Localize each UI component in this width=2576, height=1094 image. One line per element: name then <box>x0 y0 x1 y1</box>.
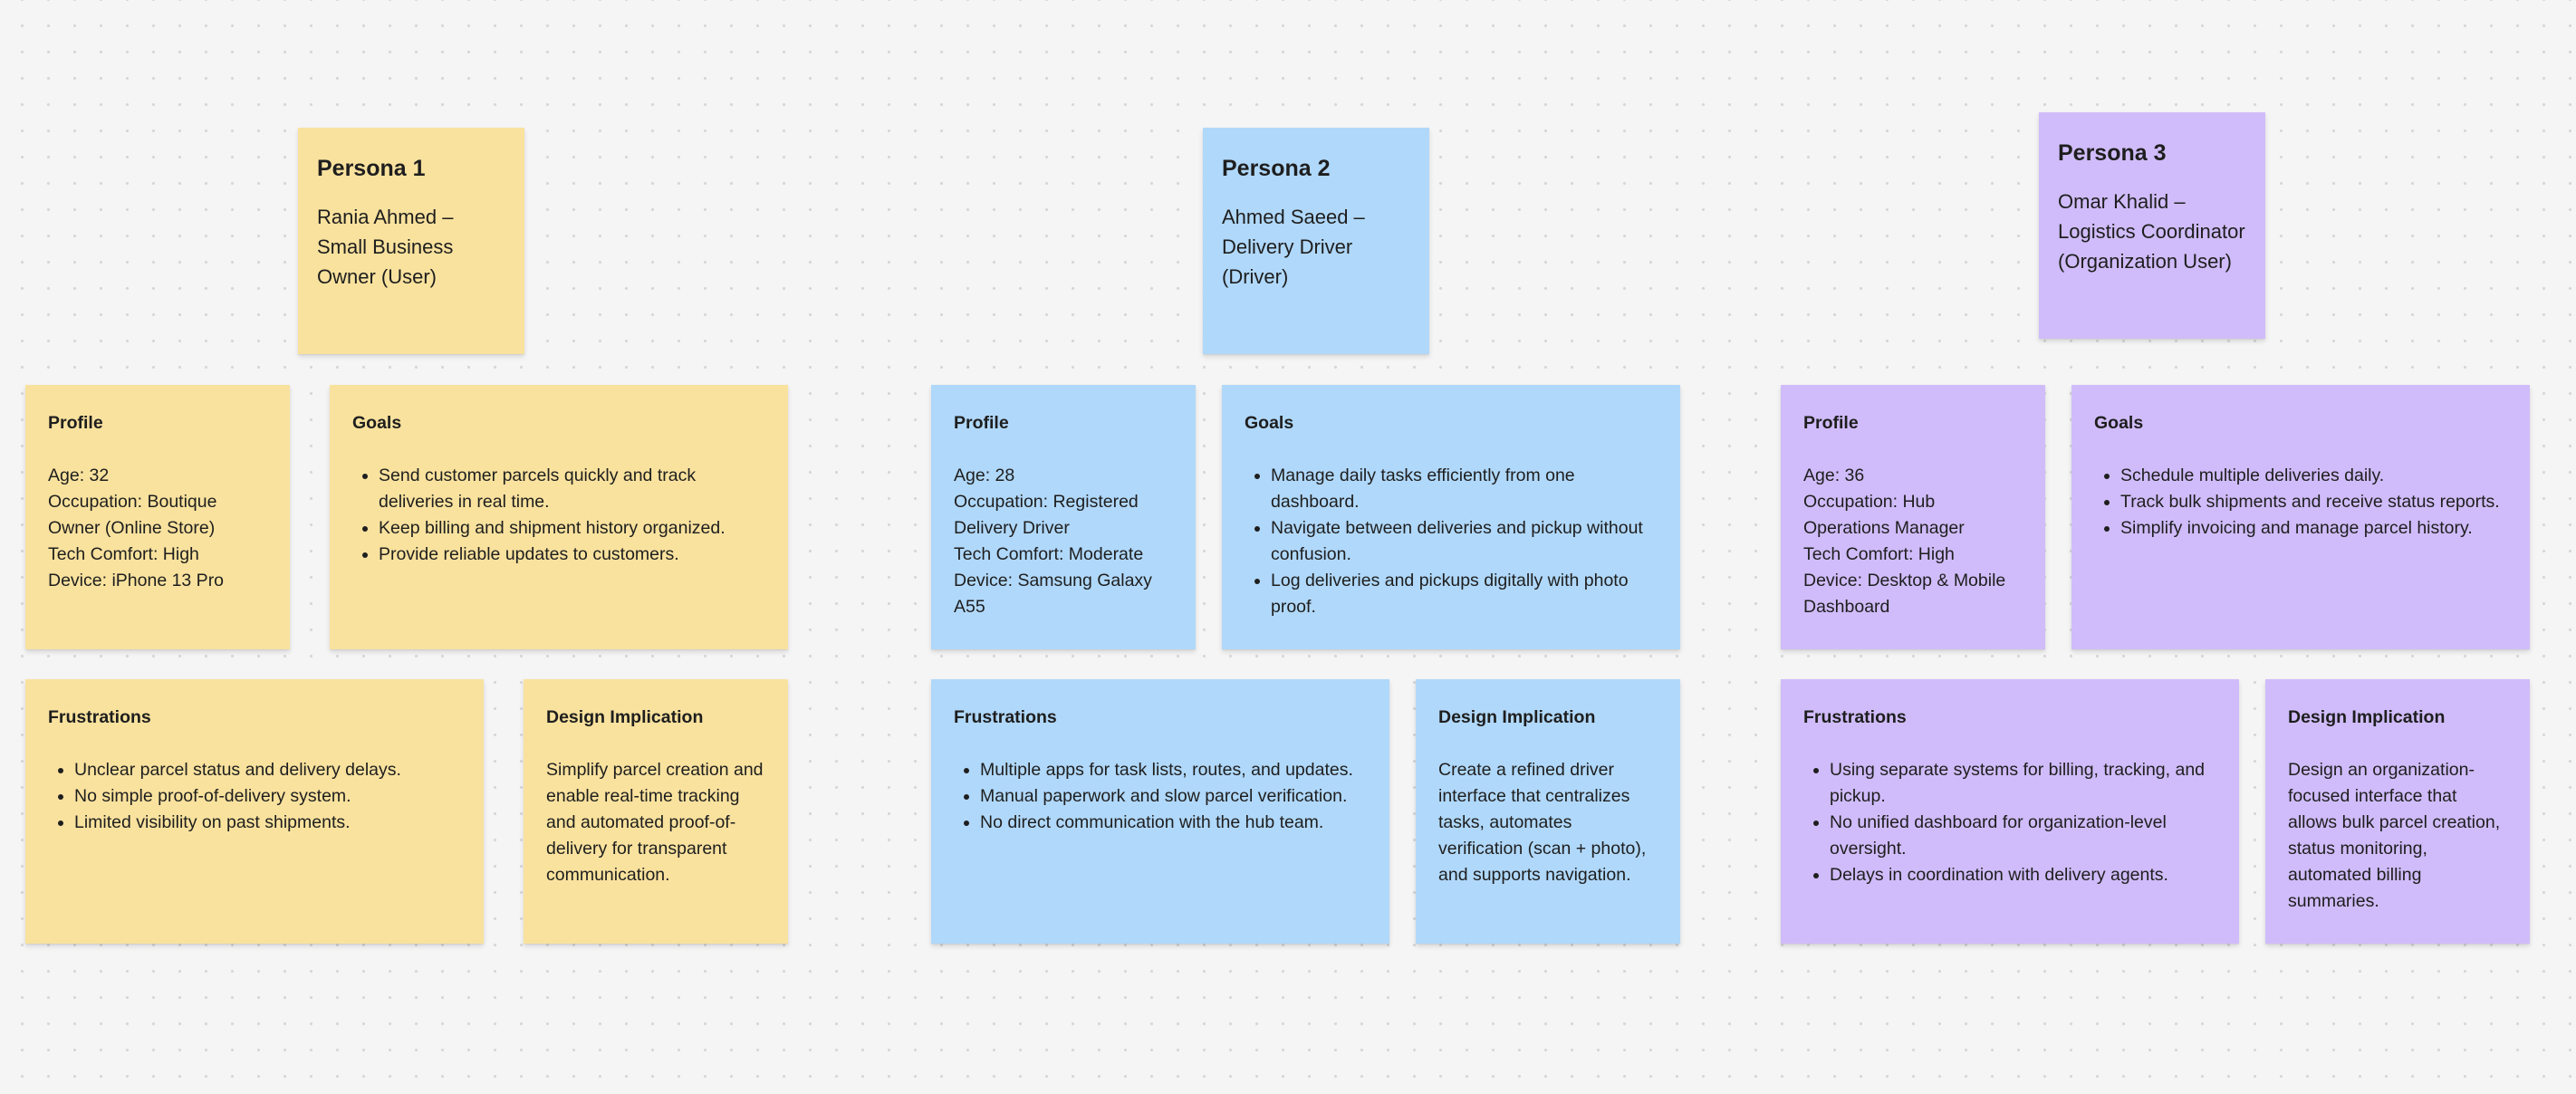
persona-title: Persona 1 <box>317 156 426 181</box>
persona-1-goals-sticky[interactable]: Goals Send customer parcels quickly and … <box>330 385 788 649</box>
persona-3-design-implication-sticky[interactable]: Design Implication Design an organizatio… <box>2265 679 2530 944</box>
frustration-item: Limited visibility on past shipments. <box>74 810 464 836</box>
goals-title: Goals <box>2094 413 2144 433</box>
persona-1-frustrations-sticky[interactable]: Frustrations Unclear parcel status and d… <box>25 679 484 944</box>
persona-subtitle: Rania Ahmed – Small Business Owner (User… <box>317 206 454 288</box>
goals-title: Goals <box>352 413 402 433</box>
goals-list: Manage daily tasks efficiently from one … <box>1245 463 1660 620</box>
frustration-item: No unified dashboard for organization-le… <box>1830 810 2219 862</box>
frustrations-title: Frustrations <box>1803 707 1907 727</box>
goals-list: Schedule multiple deliveries daily. Trac… <box>2094 463 2510 542</box>
goals-list: Send customer parcels quickly and track … <box>352 463 768 568</box>
persona-1-profile-sticky[interactable]: Profile Age: 32 Occupation: Boutique Own… <box>25 385 290 649</box>
frustration-item: No simple proof-of-delivery system. <box>74 783 464 810</box>
profile-tech-comfort: Tech Comfort: High <box>48 544 199 564</box>
design-implication-text: Create a refined driver interface that c… <box>1438 760 1647 885</box>
persona-2-frustrations-sticky[interactable]: Frustrations Multiple apps for task list… <box>931 679 1389 944</box>
profile-occupation: Occupation: Boutique Owner (Online Store… <box>48 492 217 538</box>
goal-item: Send customer parcels quickly and track … <box>379 463 768 515</box>
profile-device: Device: Samsung Galaxy A55 <box>954 571 1152 617</box>
profile-occupation: Occupation: Hub Operations Manager <box>1803 492 1965 538</box>
frustrations-list: Using separate systems for billing, trac… <box>1803 757 2219 888</box>
profile-title: Profile <box>1803 413 1859 433</box>
design-implication-title: Design Implication <box>2288 707 2446 727</box>
profile-tech-comfort: Tech Comfort: High <box>1803 544 1955 564</box>
frustration-item: Unclear parcel status and delivery delay… <box>74 757 464 783</box>
persona-title: Persona 3 <box>2058 140 2167 166</box>
persona-2-design-implication-sticky[interactable]: Design Implication Create a refined driv… <box>1416 679 1680 944</box>
profile-age: Age: 28 <box>954 465 1015 485</box>
goal-item: Navigate between deliveries and pickup w… <box>1271 515 1660 568</box>
profile-occupation: Occupation: Registered Delivery Driver <box>954 492 1139 538</box>
design-implication-title: Design Implication <box>546 707 704 727</box>
persona-1-header-sticky[interactable]: Persona 1 Rania Ahmed – Small Business O… <box>298 128 524 354</box>
persona-3-goals-sticky[interactable]: Goals Schedule multiple deliveries daily… <box>2071 385 2530 649</box>
profile-device: Device: Desktop & Mobile Dashboard <box>1803 571 2006 617</box>
persona-title: Persona 2 <box>1222 156 1331 181</box>
profile-age: Age: 32 <box>48 465 110 485</box>
frustration-item: Delays in coordination with delivery age… <box>1830 862 2219 888</box>
goal-item: Simplify invoicing and manage parcel his… <box>2120 515 2510 542</box>
frustrations-title: Frustrations <box>954 707 1057 727</box>
profile-device: Device: iPhone 13 Pro <box>48 571 225 590</box>
goal-item: Log deliveries and pickups digitally wit… <box>1271 568 1660 620</box>
frustration-item: Manual paperwork and slow parcel verific… <box>980 783 1370 810</box>
profile-age: Age: 36 <box>1803 465 1865 485</box>
persona-1-design-implication-sticky[interactable]: Design Implication Simplify parcel creat… <box>524 679 788 944</box>
goal-item: Provide reliable updates to customers. <box>379 542 768 568</box>
goals-title: Goals <box>1245 413 1294 433</box>
goal-item: Keep billing and shipment history organi… <box>379 515 768 542</box>
design-implication-text: Simplify parcel creation and enable real… <box>546 760 764 885</box>
frustration-item: No direct communication with the hub tea… <box>980 810 1370 836</box>
frustration-item: Multiple apps for task lists, routes, an… <box>980 757 1370 783</box>
goal-item: Track bulk shipments and receive status … <box>2120 489 2510 515</box>
persona-2-header-sticky[interactable]: Persona 2 Ahmed Saeed – Delivery Driver … <box>1203 128 1429 354</box>
design-implication-title: Design Implication <box>1438 707 1596 727</box>
persona-3-frustrations-sticky[interactable]: Frustrations Using separate systems for … <box>1781 679 2239 944</box>
persona-subtitle: Ahmed Saeed – Delivery Driver (Driver) <box>1222 206 1365 288</box>
persona-subtitle: Omar Khalid – Logistics Coordinator (Org… <box>2058 190 2245 273</box>
persona-2-profile-sticky[interactable]: Profile Age: 28 Occupation: Registered D… <box>931 385 1196 649</box>
profile-tech-comfort: Tech Comfort: Moderate <box>954 544 1144 564</box>
profile-title: Profile <box>48 413 103 433</box>
persona-2-goals-sticky[interactable]: Goals Manage daily tasks efficiently fro… <box>1222 385 1680 649</box>
goal-item: Manage daily tasks efficiently from one … <box>1271 463 1660 515</box>
persona-3-header-sticky[interactable]: Persona 3 Omar Khalid – Logistics Coordi… <box>2039 112 2265 339</box>
frustrations-title: Frustrations <box>48 707 151 727</box>
persona-3-profile-sticky[interactable]: Profile Age: 36 Occupation: Hub Operatio… <box>1781 385 2045 649</box>
frustrations-list: Unclear parcel status and delivery delay… <box>48 757 464 836</box>
goal-item: Schedule multiple deliveries daily. <box>2120 463 2510 489</box>
frustration-item: Using separate systems for billing, trac… <box>1830 757 2219 810</box>
profile-title: Profile <box>954 413 1009 433</box>
frustrations-list: Multiple apps for task lists, routes, an… <box>954 757 1370 836</box>
design-implication-text: Design an organization-focused interface… <box>2288 760 2501 911</box>
